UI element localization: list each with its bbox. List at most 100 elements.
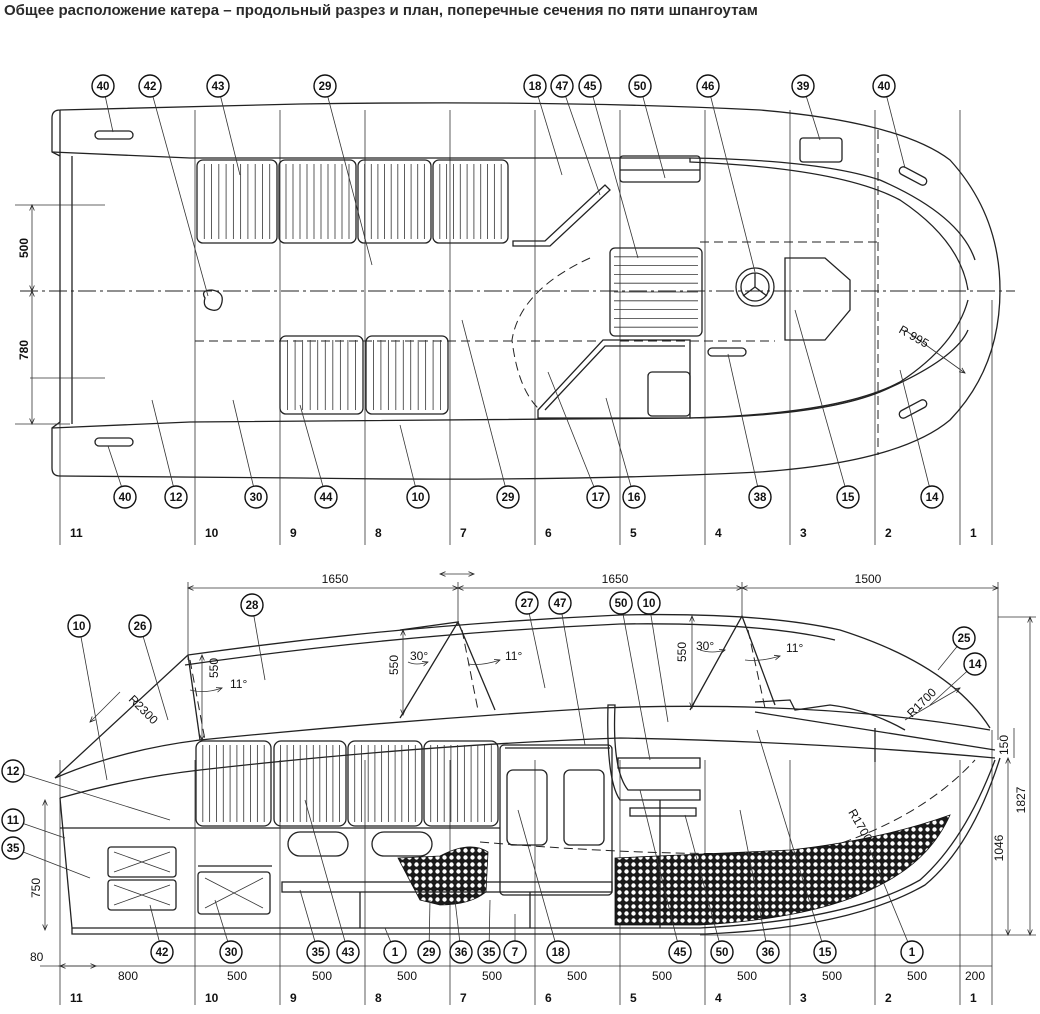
- svg-text:40: 40: [878, 81, 891, 93]
- frame-number: 5: [630, 991, 637, 1005]
- svg-text:47: 47: [556, 81, 569, 93]
- frame-number: 7: [460, 991, 467, 1005]
- angle-11-b: 11°: [505, 649, 522, 663]
- plan-front-panel: [784, 257, 851, 341]
- dim-550-b: 550: [387, 655, 401, 675]
- plan-sponson-bottom: [51, 329, 969, 429]
- bottom-dim: 500: [822, 969, 842, 983]
- svg-text:10: 10: [643, 598, 656, 610]
- callout-18: 18: [517, 809, 570, 964]
- bottom-dim: 500: [652, 969, 672, 983]
- callout-50: 50: [684, 814, 734, 964]
- angle-11-a: 11°: [230, 677, 247, 691]
- callout-43: 43: [304, 799, 360, 964]
- profile-rail: [754, 699, 906, 731]
- plan-helm-seat: [609, 247, 703, 337]
- callout-45: 45: [639, 789, 692, 964]
- angle-30-a: 30°: [410, 649, 428, 663]
- frame-number: 1: [970, 526, 977, 540]
- bottom-dim: 500: [397, 969, 417, 983]
- svg-text:50: 50: [634, 81, 647, 93]
- svg-text:35: 35: [312, 947, 325, 959]
- callout-50: 50: [609, 591, 651, 761]
- callout-30: 30: [214, 899, 243, 964]
- callout-36: 36: [449, 899, 473, 964]
- svg-text:42: 42: [156, 947, 169, 959]
- bottom-dim: 500: [567, 969, 587, 983]
- porthole-icon: [287, 831, 349, 857]
- cleat-icon: [898, 166, 928, 186]
- callout-15: 15: [756, 729, 837, 964]
- oar-icon: [707, 347, 747, 357]
- bottom-dim: 800: [118, 969, 138, 983]
- plan-hull-outline: [51, 102, 1001, 480]
- frame-number: 1: [970, 991, 977, 1005]
- svg-text:40: 40: [119, 492, 132, 504]
- callout-1: 1: [383, 927, 407, 964]
- callout-15: 15: [794, 309, 860, 509]
- radius-r1700-b: R1700: [845, 807, 875, 845]
- plan-deck-bottom: [689, 299, 969, 419]
- plan-windshield-top: [512, 184, 611, 247]
- svg-text:17: 17: [592, 492, 605, 504]
- svg-text:25: 25: [958, 633, 971, 645]
- callout-11: 11: [1, 808, 66, 839]
- svg-text:30: 30: [225, 947, 238, 959]
- plan-seats-bottom: [279, 335, 449, 415]
- top-dim-3: 1500: [855, 572, 882, 586]
- radius-r2300: R2300: [126, 692, 161, 727]
- frame-number: 9: [290, 991, 297, 1005]
- plan-hatch: [619, 155, 701, 183]
- frame-number: 6: [545, 991, 552, 1005]
- callout-42: 42: [138, 74, 209, 297]
- bottom-dim: 500: [312, 969, 332, 983]
- bottom-dim: 500: [907, 969, 927, 983]
- callout-40: 40: [107, 445, 137, 509]
- profile-seats: [60, 740, 500, 829]
- frame-number: 3: [800, 991, 807, 1005]
- callout-40: 40: [91, 74, 115, 133]
- svg-text:50: 50: [716, 947, 729, 959]
- callout-47: 47: [550, 74, 601, 196]
- dim-1827: 1827: [1014, 786, 1028, 813]
- callout-46: 46: [696, 74, 756, 273]
- dim-1046: 1046: [992, 834, 1006, 861]
- dim-750: 750: [29, 878, 43, 898]
- frame-number: 7: [460, 526, 467, 540]
- top-dim-1: 1650: [322, 572, 349, 586]
- drain-icon: [202, 289, 223, 311]
- callout-10: 10: [399, 424, 430, 509]
- svg-text:14: 14: [926, 492, 939, 504]
- frame-number: 11: [70, 991, 83, 1005]
- callout-1: 1: [869, 849, 924, 964]
- frame-number: 4: [715, 991, 722, 1005]
- storage-box-icon: [107, 846, 177, 878]
- svg-text:38: 38: [754, 492, 767, 504]
- svg-text:40: 40: [97, 81, 110, 93]
- porthole-icon: [371, 831, 433, 857]
- frame-number: 3: [800, 526, 807, 540]
- frame-number: 5: [630, 526, 637, 540]
- top-dim-2: 1650: [602, 572, 629, 586]
- callout-38: 38: [727, 353, 772, 509]
- svg-text:15: 15: [819, 947, 832, 959]
- callout-10: 10: [637, 591, 669, 723]
- bottom-dim: 500: [227, 969, 247, 983]
- plan-deck-top: [689, 158, 969, 291]
- dim-550-c: 550: [675, 642, 689, 662]
- bottom-dim-80: 80: [30, 950, 44, 964]
- svg-text:45: 45: [584, 81, 597, 93]
- svg-text:47: 47: [554, 598, 567, 610]
- frame-number: 2: [885, 991, 892, 1005]
- callout-27: 27: [515, 591, 546, 689]
- frame-number: 9: [290, 526, 297, 540]
- plan-sponson-top: [51, 151, 976, 261]
- profile-door: [499, 744, 613, 896]
- callout-35: 35: [299, 889, 330, 964]
- callout-42: 42: [149, 904, 174, 964]
- svg-text:35: 35: [7, 843, 20, 855]
- callout-50: 50: [628, 74, 666, 179]
- callout-18: 18: [523, 74, 563, 176]
